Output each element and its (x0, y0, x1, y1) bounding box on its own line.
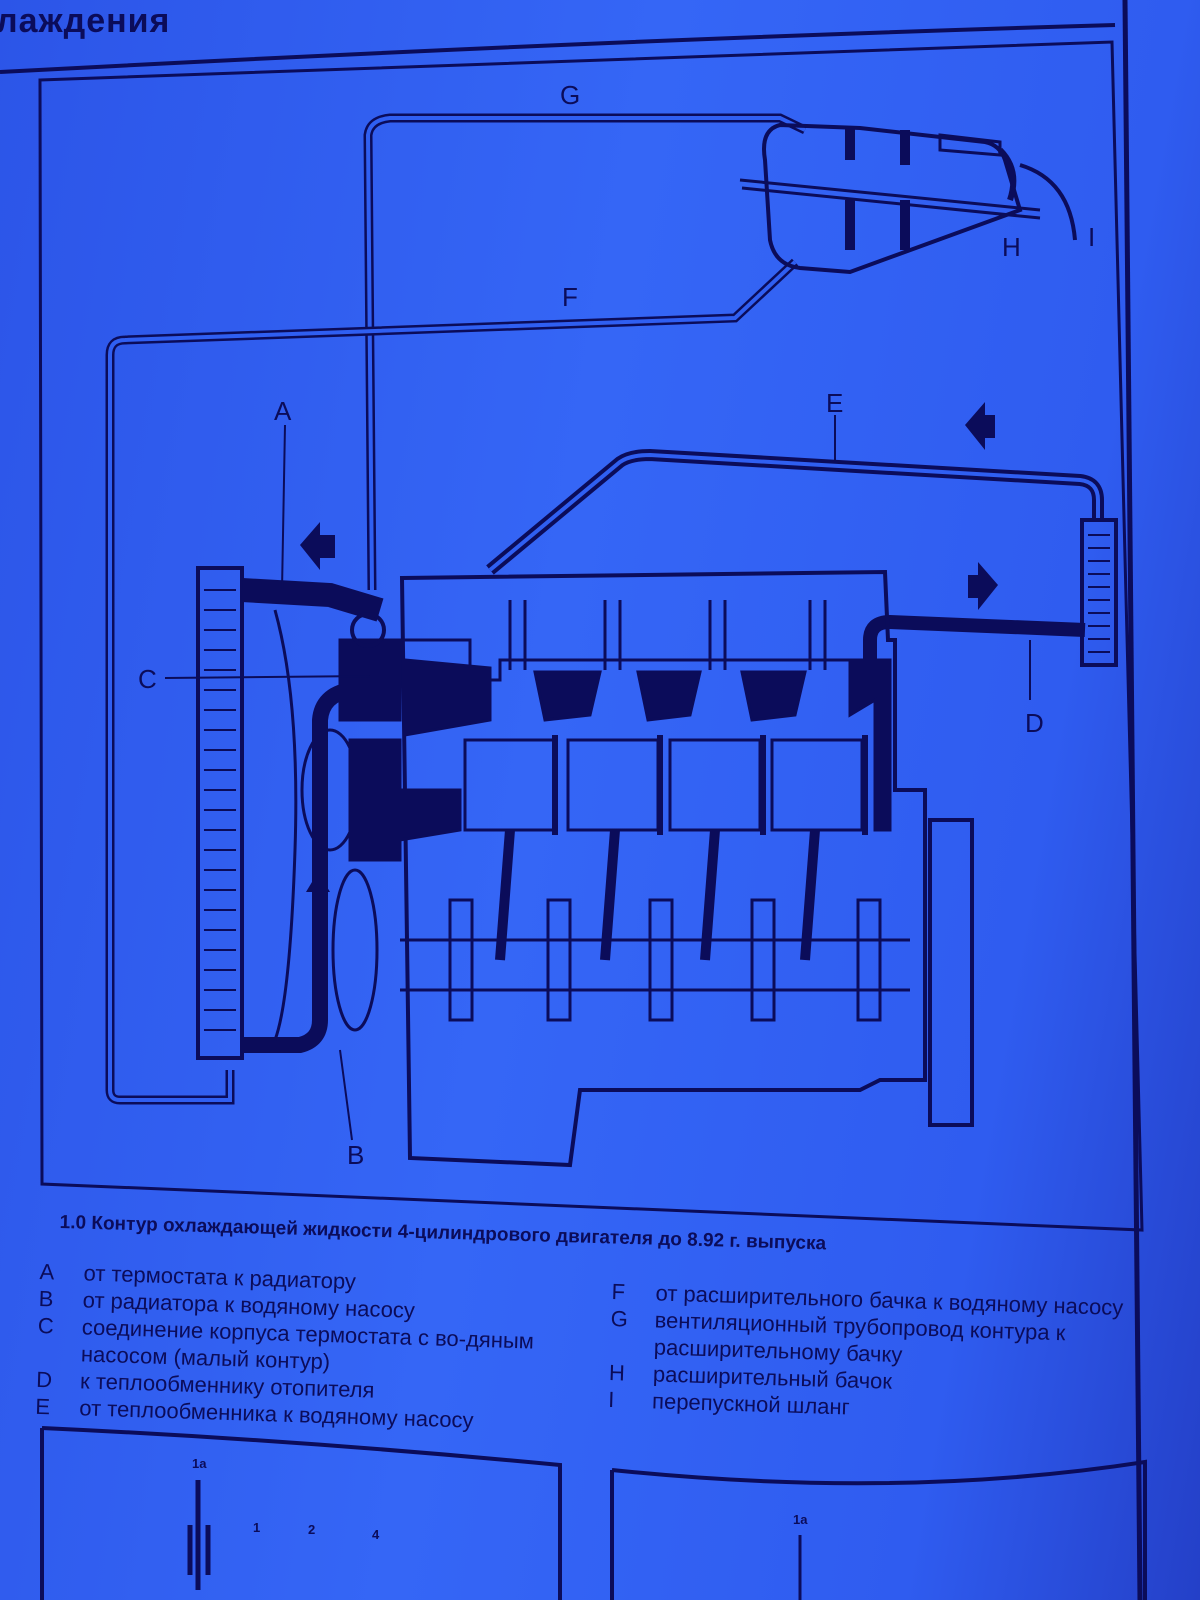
fig-label: 4 (372, 1527, 380, 1542)
bottom-figure-right (610, 1459, 1147, 1600)
flow-arrow-icon (968, 562, 998, 610)
legend-key: C (37, 1312, 55, 1339)
label-h: H (1002, 232, 1021, 262)
label-f: F (562, 282, 578, 312)
section-header: лаждения (0, 2, 171, 40)
flow-arrow-icon (300, 522, 335, 570)
bottom-figure-left (40, 1426, 562, 1600)
figure-frame (38, 40, 1144, 1232)
label-c: C (138, 664, 157, 694)
fig-label: 2 (308, 1522, 316, 1537)
label-g: G (560, 80, 581, 110)
engine-block (399, 569, 927, 1168)
label-i: I (1088, 222, 1096, 252)
legend-key: G (610, 1305, 629, 1332)
label-d: D (1025, 708, 1044, 738)
legend-key: H (608, 1359, 626, 1386)
fig-label: 1a (793, 1512, 808, 1527)
flow-arrow-icon (965, 402, 995, 450)
label-b: B (347, 1140, 365, 1170)
flow-arrow-icon (306, 872, 330, 915)
legend-key: I (607, 1386, 615, 1413)
legend-key: D (35, 1366, 53, 1393)
legend-key: B (38, 1285, 54, 1312)
legend-key: A (39, 1258, 55, 1285)
radiator (196, 566, 244, 1060)
label-a: A (274, 396, 292, 426)
legend-key: F (611, 1278, 626, 1305)
legend-key: E (34, 1393, 51, 1420)
label-e: E (826, 388, 844, 418)
header-rule (0, 23, 1116, 74)
fig-label: 1a (192, 1456, 207, 1471)
fig-label: 1 (253, 1520, 261, 1535)
expansion-tank (762, 122, 1023, 275)
